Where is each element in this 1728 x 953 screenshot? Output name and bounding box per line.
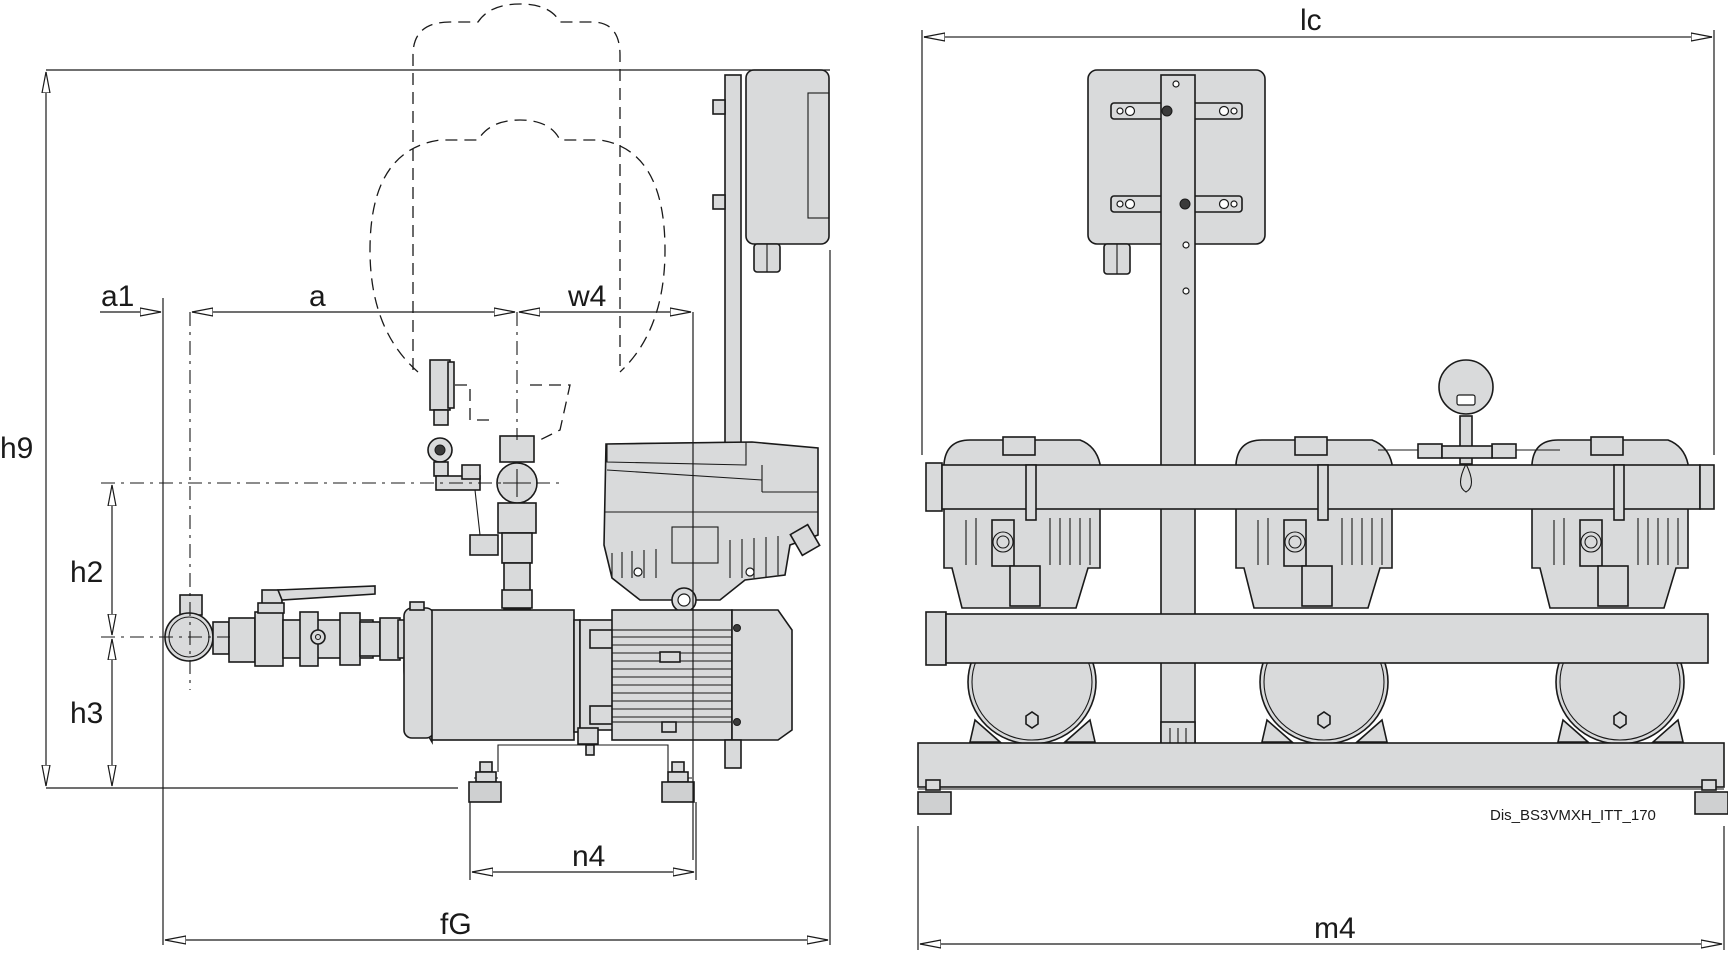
control-panel-post [712, 74, 742, 456]
dimension-label-h2: h2 [70, 556, 103, 589]
pump-body [403, 589, 621, 745]
heatsink-fins [611, 536, 779, 578]
drawing-code: Dis_BS3VMXH_ITT_170 [1490, 807, 1656, 824]
dimension-label-w4: w4 [567, 280, 606, 313]
pressure-gauge-front [1378, 359, 1560, 493]
expansion-tank-outline [369, 3, 666, 441]
dimension-label-h9: h9 [0, 432, 33, 465]
control-box [745, 69, 830, 273]
discharge-valves [1002, 436, 1629, 607]
dimension-label-fG: fG [440, 908, 472, 941]
discharge-riser [469, 435, 538, 610]
base-frame [468, 744, 695, 803]
suction-manifold-front [925, 611, 1709, 666]
dimension-label-a1: a1 [101, 280, 134, 313]
dimension-label-m4: m4 [1314, 912, 1356, 945]
front-view: lc [917, 4, 1728, 950]
dimension-label-lc: lc [1300, 4, 1322, 37]
dimension-label-a: a [309, 280, 326, 313]
pressure-gauge [427, 359, 481, 491]
base-frame-front [917, 742, 1728, 815]
suction-manifold [164, 585, 411, 667]
motor [611, 609, 793, 769]
dimension-label-n4: n4 [572, 840, 605, 873]
dimension-label-h3: h3 [70, 697, 103, 730]
inverter-head [603, 441, 821, 613]
side-view: h9 h2 h3 a1 a w4 n4 fG [0, 3, 831, 945]
